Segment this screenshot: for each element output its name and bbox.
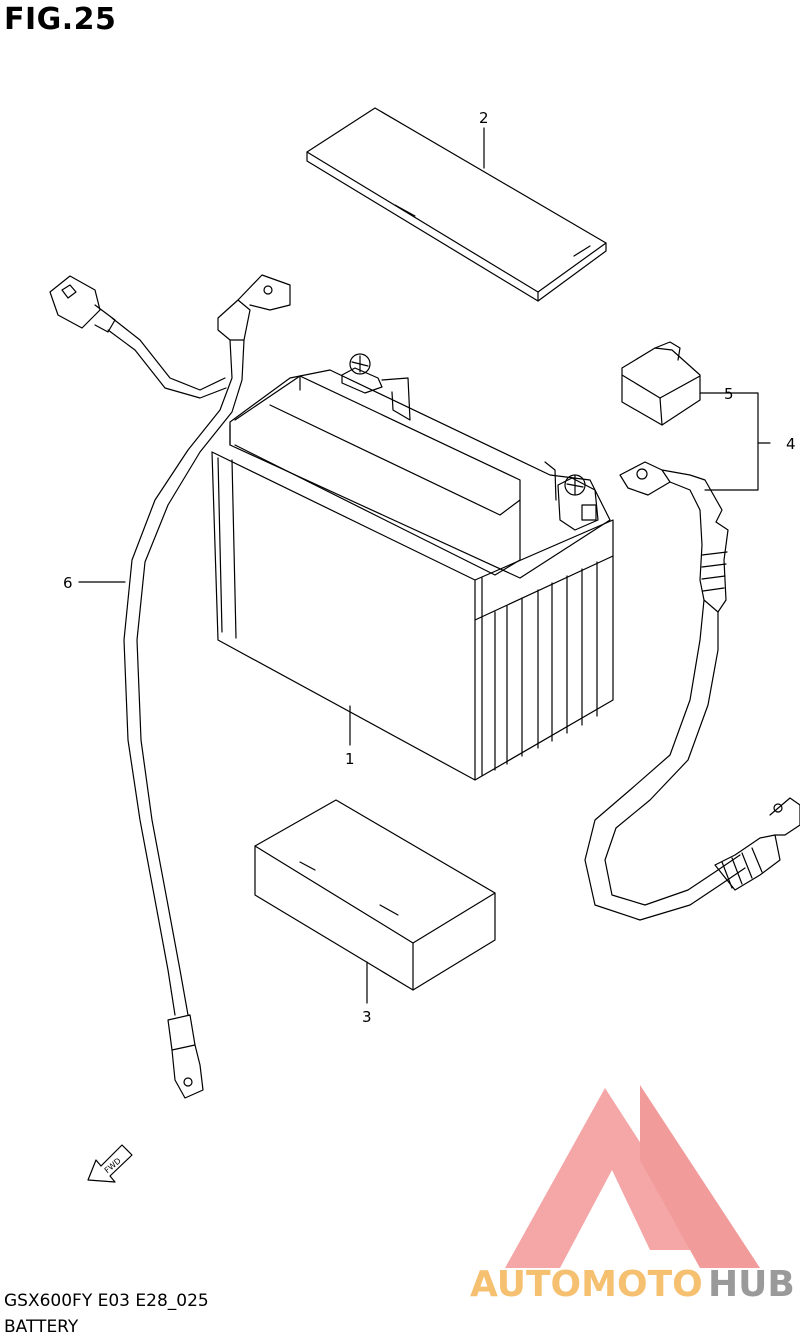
callout-1: 1 <box>345 750 355 768</box>
part-3-box <box>254 799 496 991</box>
callout-2: 2 <box>479 109 489 127</box>
model-code: GSX600FY E03 E28_025 <box>4 1291 209 1311</box>
callout-5: 5 <box>724 385 734 403</box>
part-5-terminal-cover <box>621 341 701 426</box>
figure-title: FIG.25 <box>4 2 117 37</box>
part-4-negative-cable <box>584 461 800 921</box>
callout-3: 3 <box>362 1008 372 1026</box>
callout-6: 6 <box>63 574 73 592</box>
fwd-arrow-icon: FWD <box>87 1144 133 1183</box>
callout-4: 4 <box>786 435 796 453</box>
section-title: BATTERY <box>4 1317 79 1337</box>
watermark-logo: AUTOMOTO HUB <box>470 1085 795 1305</box>
part-6-positive-cable <box>49 274 291 1099</box>
part-2-pad <box>306 107 607 302</box>
watermark-brand-left: AUTOMOTO <box>470 1264 703 1305</box>
fwd-label: FWD <box>103 1156 123 1175</box>
part-1-battery <box>211 353 614 781</box>
leader-4-5-bracket <box>699 392 759 491</box>
watermark-brand-right: HUB <box>708 1264 795 1305</box>
